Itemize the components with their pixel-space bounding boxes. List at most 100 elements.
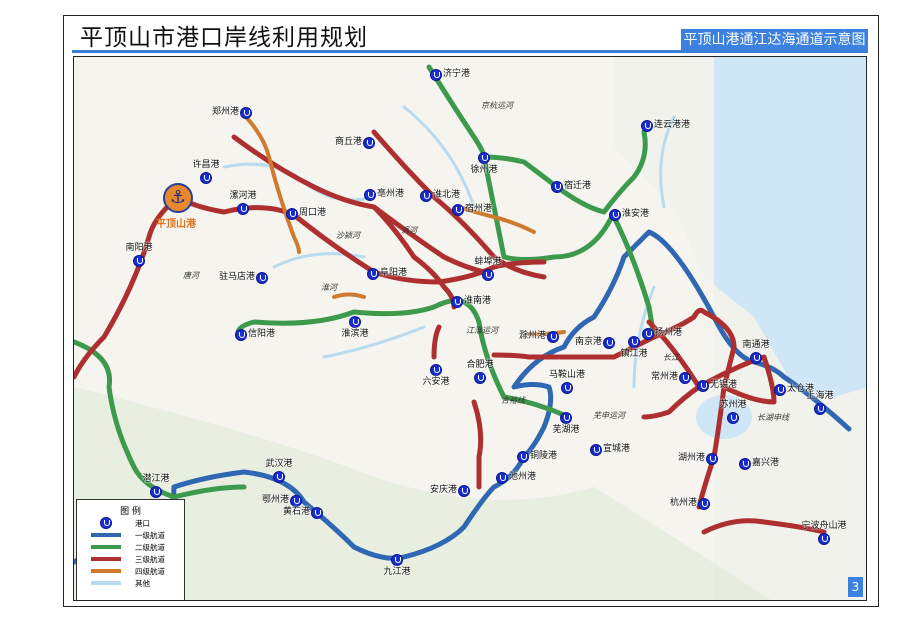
port-icon[interactable]	[237, 203, 249, 215]
legend-swatch	[91, 557, 121, 561]
port-icon[interactable]	[697, 380, 709, 392]
port-icon[interactable]	[642, 328, 654, 340]
port-label: 亳州港	[377, 189, 405, 199]
port-icon[interactable]	[133, 255, 145, 267]
port-icon[interactable]	[517, 451, 529, 463]
port-label: 湖州港	[678, 453, 706, 463]
port-label: 潜江港	[142, 474, 170, 484]
port-icon[interactable]	[818, 533, 830, 545]
port-icon[interactable]	[240, 107, 252, 119]
port-icon[interactable]	[452, 204, 464, 216]
port-icon[interactable]	[561, 382, 573, 394]
port-label: 太仓港	[787, 384, 815, 394]
port-icon[interactable]	[364, 189, 376, 201]
title-divider	[72, 50, 868, 53]
page-number: 3	[848, 577, 863, 597]
port-label: 连云港港	[654, 120, 691, 130]
port-label: 南京港	[575, 337, 603, 347]
river-label: 京杭运河	[481, 101, 513, 110]
port-label: 郑州港	[212, 107, 240, 117]
legend-swatch	[91, 545, 121, 549]
anchor-icon[interactable]: ⚓	[163, 183, 193, 213]
port-icon[interactable]	[286, 208, 298, 220]
port-label: 宣城港	[603, 444, 631, 454]
legend-label: 二级航道	[135, 542, 165, 552]
port-icon[interactable]	[256, 272, 268, 284]
waterway-level2	[74, 64, 657, 500]
port-icon[interactable]	[367, 268, 379, 280]
legend-item-level1: 一级航道	[77, 529, 184, 541]
port-label: 常州港	[651, 372, 679, 382]
port-icon[interactable]	[551, 181, 563, 193]
legend-swatch	[91, 569, 121, 573]
port-icon[interactable]	[420, 190, 432, 202]
waterway-map[interactable]: 济宁港连云港港郑州港商丘港徐州港宿迁港淮安港许昌港漯河港周口港亳州港淮北港宿州港…	[73, 56, 867, 601]
port-icon[interactable]	[706, 453, 718, 465]
port-icon[interactable]	[458, 485, 470, 497]
port-icon[interactable]	[430, 364, 442, 376]
port-icon[interactable]	[349, 316, 361, 328]
port-label: 阜阳港	[380, 268, 408, 278]
port-icon[interactable]	[590, 444, 602, 456]
legend-swatch	[91, 533, 121, 537]
port-label: 许昌港	[192, 160, 220, 170]
port-label: 淮安港	[622, 209, 650, 219]
port-icon[interactable]	[739, 458, 751, 470]
port-label: 芜湖港	[552, 425, 580, 435]
port-icon[interactable]	[496, 472, 508, 484]
port-label: 苏州港	[719, 400, 747, 410]
port-label: 信阳港	[248, 329, 276, 339]
port-label: 济宁港	[443, 69, 471, 79]
port-icon[interactable]	[814, 403, 826, 415]
port-label: 无锡港	[710, 380, 738, 390]
port-icon[interactable]	[774, 384, 786, 396]
port-icon[interactable]	[603, 337, 615, 349]
port-icon[interactable]	[200, 172, 212, 184]
port-label: 淮南港	[464, 296, 492, 306]
port-label: 嘉兴港	[752, 458, 780, 468]
port-label: 淮北港	[433, 190, 461, 200]
port-icon[interactable]	[609, 209, 621, 221]
river-label: 江淮运河	[466, 326, 498, 335]
legend-item-level4: 四级航道	[77, 565, 184, 577]
port-label: 商丘港	[335, 137, 363, 147]
port-icon[interactable]	[547, 331, 559, 343]
page-frame	[63, 15, 879, 607]
port-icon[interactable]	[679, 372, 691, 384]
port-icon[interactable]	[451, 296, 463, 308]
port-icon[interactable]	[391, 554, 403, 566]
port-icon[interactable]	[482, 269, 494, 281]
port-icon[interactable]	[430, 69, 442, 81]
waterway-level4	[244, 115, 566, 337]
port-label: 周口港	[299, 208, 327, 218]
port-icon[interactable]	[628, 336, 640, 348]
port-icon[interactable]	[560, 412, 572, 424]
port-icon[interactable]	[727, 412, 739, 424]
port-label: 南阳港	[125, 243, 153, 253]
port-icon[interactable]	[273, 471, 285, 483]
port-icon[interactable]	[363, 137, 375, 149]
port-icon[interactable]	[750, 352, 762, 364]
port-icon[interactable]	[150, 486, 162, 498]
port-label: 六安港	[422, 377, 450, 387]
port-label: 安庆港	[430, 485, 458, 495]
river-label: 长江	[663, 353, 679, 362]
legend-title: 图 例	[120, 507, 141, 517]
legend-swatch	[91, 581, 121, 585]
port-icon[interactable]	[478, 152, 490, 164]
port-label: 杭州港	[670, 498, 698, 508]
port-label: 扬州港	[655, 328, 683, 338]
port-icon[interactable]	[474, 372, 486, 384]
port-label: 池州港	[509, 472, 537, 482]
port-icon[interactable]	[290, 495, 302, 507]
river-label: 合裕线	[501, 396, 525, 405]
port-label: 鄂州港	[262, 495, 290, 505]
port-label: 淮滨港	[341, 329, 369, 339]
legend-item-port: 港口	[77, 517, 184, 529]
port-icon[interactable]	[641, 120, 653, 132]
map-subtitle: 平顶山港通江达海通道示意图	[681, 29, 868, 51]
legend-item-other: 其他	[77, 577, 184, 589]
port-icon[interactable]	[311, 507, 323, 519]
port-icon[interactable]	[698, 498, 710, 510]
port-icon[interactable]	[235, 329, 247, 341]
